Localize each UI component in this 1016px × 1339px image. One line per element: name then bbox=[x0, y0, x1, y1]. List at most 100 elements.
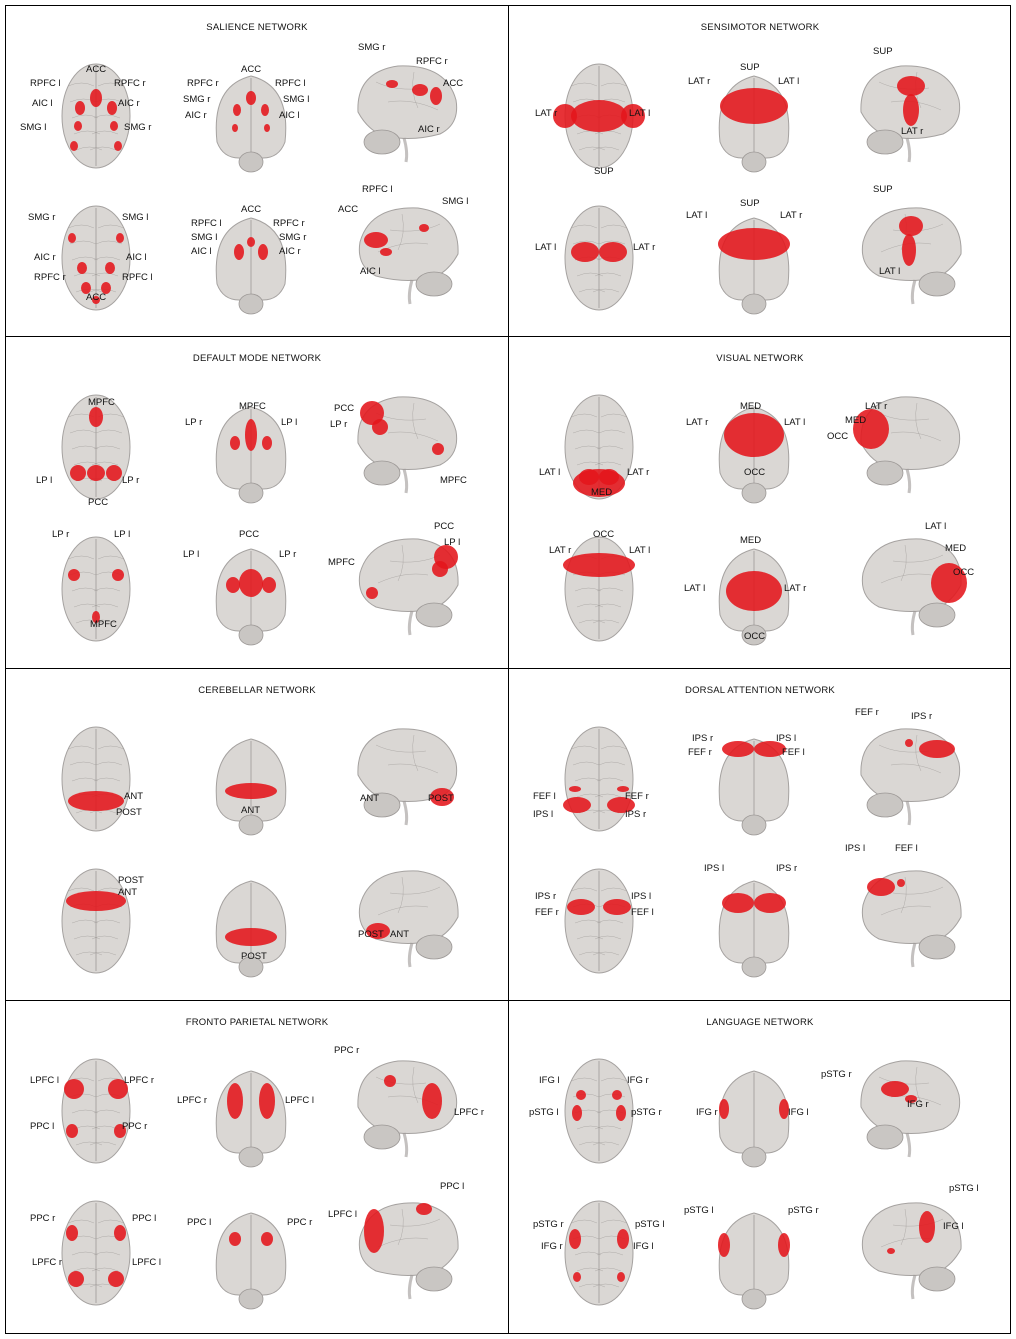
region-label: LAT r bbox=[549, 545, 572, 556]
region-label: POST bbox=[428, 793, 454, 804]
activation-region bbox=[754, 893, 786, 913]
region-label: AIC r bbox=[418, 124, 440, 135]
activation-region bbox=[617, 1229, 629, 1249]
activation-region bbox=[779, 1099, 789, 1119]
activation-region bbox=[68, 233, 76, 243]
region-label: IPS r bbox=[776, 863, 798, 874]
brain-render bbox=[61, 394, 131, 500]
activation-region bbox=[897, 879, 905, 887]
region-label: FEF l bbox=[533, 791, 556, 802]
activation-region bbox=[230, 436, 240, 450]
region-label: PCC bbox=[88, 497, 109, 508]
region-label: AIC r bbox=[185, 110, 207, 121]
region-label: RPFC r bbox=[273, 218, 305, 229]
region-label: PPC r bbox=[122, 1121, 148, 1132]
activation-region bbox=[571, 100, 627, 132]
region-label: OCC bbox=[953, 567, 975, 578]
activation-region bbox=[384, 1075, 396, 1087]
activation-region bbox=[430, 87, 442, 105]
activation-region bbox=[412, 84, 428, 96]
region-label: IPS l bbox=[776, 733, 797, 744]
region-label: FEF r bbox=[625, 791, 649, 802]
region-label: ACC bbox=[86, 292, 107, 303]
activation-region bbox=[569, 1229, 581, 1249]
activation-region bbox=[416, 1203, 432, 1215]
activation-region bbox=[89, 407, 103, 427]
region-label: IPS l bbox=[631, 891, 652, 902]
region-label: AIC l bbox=[279, 110, 300, 121]
region-label: MED bbox=[740, 401, 762, 412]
row-divider bbox=[6, 668, 1010, 669]
activation-region bbox=[110, 121, 118, 131]
activation-region bbox=[720, 88, 788, 124]
brain-render bbox=[61, 1200, 131, 1306]
region-label: SMG r bbox=[183, 94, 211, 105]
activation-region bbox=[599, 469, 619, 485]
region-label: LPFC r bbox=[177, 1095, 208, 1106]
region-label: LPFC l bbox=[132, 1257, 162, 1268]
brain-render bbox=[861, 207, 962, 305]
region-label: LPFC r bbox=[124, 1075, 155, 1086]
brain-render bbox=[718, 1212, 790, 1310]
region-label: LP r bbox=[279, 549, 297, 560]
panel-title: SALIENCE NETWORK bbox=[206, 22, 308, 33]
activation-region bbox=[233, 104, 241, 116]
region-label: IPS r bbox=[535, 891, 557, 902]
brain-render bbox=[61, 205, 131, 311]
region-label: pSTG r bbox=[821, 1069, 852, 1080]
region-label: AIC l bbox=[126, 252, 147, 263]
activation-region bbox=[899, 216, 923, 236]
activation-region bbox=[225, 783, 277, 799]
activation-region bbox=[603, 899, 631, 915]
brain-render bbox=[860, 728, 961, 826]
activation-region bbox=[90, 89, 102, 107]
activation-region bbox=[919, 1211, 935, 1243]
activation-region bbox=[108, 1271, 124, 1287]
activation-region bbox=[722, 741, 754, 757]
row-divider bbox=[6, 1000, 1010, 1001]
region-label: MPFC bbox=[90, 619, 117, 630]
brain-render bbox=[358, 538, 459, 636]
brain-render bbox=[718, 406, 790, 504]
activation-region bbox=[607, 797, 635, 813]
activation-region bbox=[74, 121, 82, 131]
brain-render bbox=[861, 538, 967, 636]
activation-region bbox=[905, 1095, 917, 1103]
region-label: LAT l bbox=[629, 108, 651, 119]
activation-region bbox=[239, 569, 263, 597]
activation-region bbox=[360, 401, 384, 425]
region-label: POST bbox=[241, 951, 267, 962]
region-label: ACC bbox=[241, 204, 262, 215]
brain-render bbox=[358, 207, 459, 305]
region-label: LP r bbox=[185, 417, 203, 428]
brain-render bbox=[61, 726, 131, 832]
activation-region bbox=[573, 1272, 581, 1282]
activation-region bbox=[569, 786, 581, 792]
activation-region bbox=[616, 1105, 626, 1121]
activation-region bbox=[81, 282, 91, 294]
activation-region bbox=[261, 1232, 273, 1246]
region-label: SUP bbox=[740, 198, 760, 209]
activation-region bbox=[432, 443, 444, 455]
activation-region bbox=[902, 234, 916, 266]
region-label: SMG l bbox=[283, 94, 310, 105]
